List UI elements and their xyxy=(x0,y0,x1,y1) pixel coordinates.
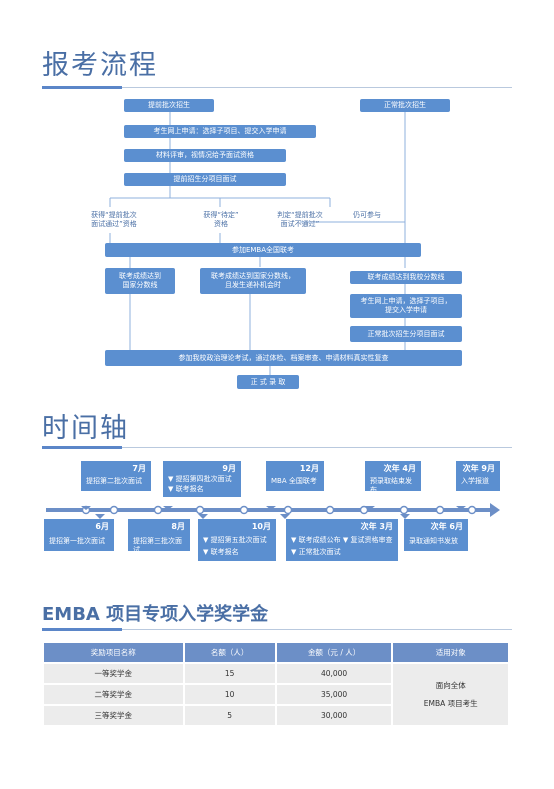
table-cell: 一等奖学金 xyxy=(44,664,183,683)
title-rule xyxy=(122,629,512,630)
scholarship-table: 奖励项目名称 名额（人） 金额（元 / 人） 适用对象 一等奖学金 15 40,… xyxy=(42,641,510,727)
timeline-card-apr: 次年 4月 预录取结束发布 xyxy=(365,461,421,494)
flow-early-batch: 提前批次招生 xyxy=(124,99,214,112)
timeline-event: ▼ 提招第四批次面试 xyxy=(168,475,232,483)
timeline-card-mar: 次年 3月 ▼ 联考成绩公布 ▼ 复试资格审查 ▼ 正常批次面试 xyxy=(286,519,398,561)
table-header: 名额（人） xyxy=(184,643,275,662)
table-header-row: 奖励项目名称 名额（人） 金额（元 / 人） 适用对象 xyxy=(44,643,508,662)
timeline-event: ▼ 联考成绩公布 ▼ 复试资格审查 xyxy=(291,536,393,544)
timeline-event: 提招第二批次面试 xyxy=(86,477,142,485)
timeline-event: 入学报道 xyxy=(461,477,489,485)
table-cell: 三等奖学金 xyxy=(44,706,183,725)
timeline-card-oct: 10月 ▼ 提招第五批次面试 ▼ 联考报名 xyxy=(198,519,276,561)
table-cell: 35,000 xyxy=(276,685,392,704)
timeline-event: ▼ 联考报名 xyxy=(203,548,239,556)
timeline-card-jun: 6月 提招第一批次面试 xyxy=(44,519,114,551)
table-cell: 15 xyxy=(184,664,275,683)
table-row: 三等奖学金 5 30,000 xyxy=(44,706,508,725)
flow-material-review: 材料评审，视情况给予面试资格 xyxy=(124,149,286,162)
table-cell: 10 xyxy=(184,685,275,704)
timeline-month: 次年 3月 xyxy=(360,522,393,531)
table-cell: 5 xyxy=(184,706,275,725)
flow-arrows xyxy=(109,110,406,375)
table-header: 奖励项目名称 xyxy=(44,643,183,662)
timeline-card-jun-next: 次年 6月 录取通知书发放 xyxy=(404,519,468,551)
flow-regular-interview: 正常批次招生分项目面试 xyxy=(350,326,462,342)
title-underline xyxy=(42,86,122,89)
page-title-process: 报考流程 xyxy=(42,50,158,81)
flow-result-pass: 获得“提前批次 面试通过”资格 xyxy=(91,211,137,228)
timeline-event: ▼ 正常批次面试 xyxy=(291,548,341,556)
timeline-event: MBA 全国联考 xyxy=(271,477,317,485)
flow-national-line-backfill: 联考成绩达到国家分数线， 且发生递补机会时 xyxy=(200,268,306,294)
flow-online-application: 考生网上申请：选择子项目、提交入学申请 xyxy=(124,125,316,138)
flow-result-pending: 获得“待定” 资格 xyxy=(203,211,239,228)
timeline-event: ▼ 提招第五批次面试 xyxy=(203,536,267,544)
table-cell: 二等奖学金 xyxy=(44,685,183,704)
flow-still-eligible: 仍可参与 xyxy=(353,211,381,219)
timeline-card-sep-next: 次年 9月 入学报道 xyxy=(456,461,500,491)
flow-national-line: 联考成绩达到 国家分数线 xyxy=(105,268,175,294)
timeline-axis xyxy=(46,503,500,519)
timeline-month: 次年 6月 xyxy=(430,522,463,531)
table-header: 金额（元 / 人） xyxy=(276,643,392,662)
table-cell: 40,000 xyxy=(276,664,392,683)
timeline-card-dec: 12月 MBA 全国联考 xyxy=(266,461,324,491)
table-header: 适用对象 xyxy=(393,643,508,662)
flow-regular-application: 考生网上申请，选择子项目， 提交入学申请 xyxy=(350,294,462,318)
flow-school-exam: 参加我校政治理论考试，通过体检、档案审查、申请材料真实性复查 xyxy=(105,350,462,366)
flow-national-exam: 参加EMBA全国联考 xyxy=(105,243,421,257)
timeline-event: ▼ 联考报名 xyxy=(168,485,204,493)
flow-regular-batch: 正常批次招生 xyxy=(360,99,450,112)
table-cell-target: 面向全体 EMBA 项目考生 xyxy=(393,664,508,725)
timeline-month: 7月 xyxy=(132,464,146,473)
flow-result-fail: 判定“提前批次 面试不通过” xyxy=(277,211,323,228)
timeline-month: 12月 xyxy=(299,464,319,473)
timeline-card-jul: 7月 提招第二批次面试 xyxy=(81,461,151,491)
title-rule xyxy=(122,87,512,88)
title-underline xyxy=(42,628,122,631)
flow-early-interview: 提前招生分项目面试 xyxy=(124,173,286,186)
title-underline xyxy=(42,446,122,449)
page-title-scholarship: EMBA 项目专项入学奖学金 xyxy=(42,604,269,625)
timeline-event: 提招第三批次面试 xyxy=(133,537,182,554)
target-line: 面向全体 xyxy=(435,680,466,690)
timeline-month: 6月 xyxy=(95,522,109,531)
target-line: EMBA 项目考生 xyxy=(423,698,478,708)
timeline-event: 预录取结束发布 xyxy=(370,477,412,494)
table-row: 一等奖学金 15 40,000 面向全体 EMBA 项目考生 xyxy=(44,664,508,725)
timeline-month: 次年 4月 xyxy=(383,464,416,473)
timeline-month: 9月 xyxy=(222,464,236,473)
timeline-card-sep: 9月 ▼ 提招第四批次面试 ▼ 联考报名 xyxy=(163,461,241,497)
title-rule xyxy=(122,447,512,448)
timeline-month: 次年 9月 xyxy=(462,464,495,473)
timeline-card-aug: 8月 提招第三批次面试 xyxy=(128,519,190,554)
page-title-timeline: 时间轴 xyxy=(42,413,129,444)
timeline-month: 10月 xyxy=(251,522,271,531)
table-row: 二等奖学金 10 35,000 xyxy=(44,685,508,704)
timeline-event: 提招第一批次面试 xyxy=(49,537,105,545)
flow-school-line: 联考成绩达到我校分数线 xyxy=(350,271,462,284)
timeline-month: 8月 xyxy=(171,522,185,531)
flow-admission: 正 式 录 取 xyxy=(237,375,299,389)
timeline-event: 录取通知书发放 xyxy=(409,537,458,545)
table-cell: 30,000 xyxy=(276,706,392,725)
